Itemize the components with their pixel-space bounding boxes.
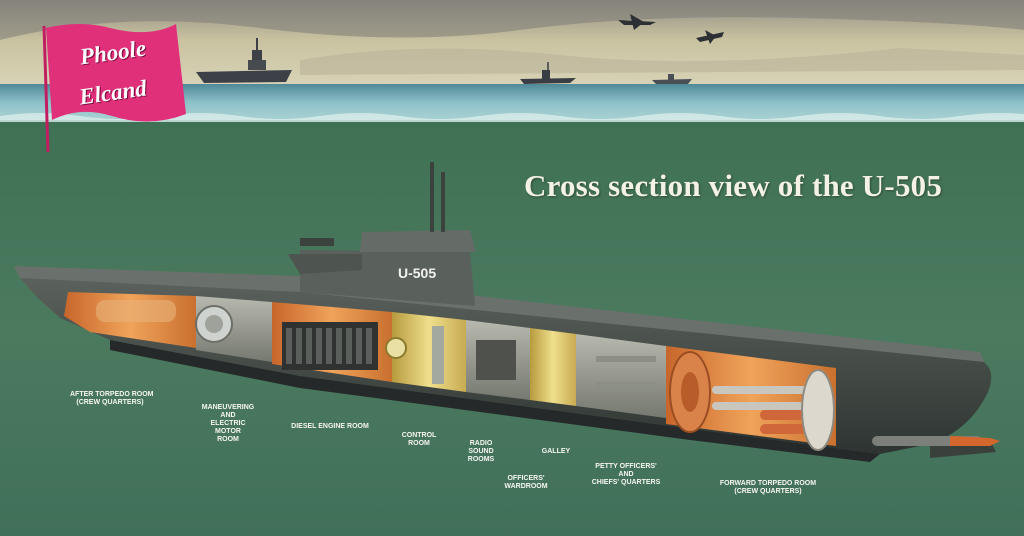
label-line: Diesel Engine Room: [291, 423, 369, 430]
label-line: After Torpedo Room: [70, 391, 154, 398]
label-line: Room: [408, 440, 430, 447]
cloud: [0, 0, 1024, 40]
label-line: Electric: [210, 420, 246, 427]
control-room-section: [392, 312, 466, 392]
label-line: Petty Officers': [595, 463, 657, 470]
label-line: Forward Torpedo Room: [719, 480, 817, 487]
label-after-torpedo-room: After Torpedo Room (Crew Quarters): [70, 391, 154, 407]
logo-flag: [40, 18, 190, 154]
label-line: Rooms: [467, 456, 495, 463]
label-forward-torpedo-room: Forward Torpedo Room (Crew Quarters): [710, 480, 826, 496]
label-officers-wardroom: Officers' Wardroom: [498, 475, 554, 491]
label-galley: Galley: [536, 448, 576, 456]
label-line: Sound: [468, 448, 494, 455]
label-line: Room: [217, 436, 239, 443]
destroyer: [520, 62, 576, 84]
cutaway-interior: [64, 292, 836, 451]
page-title: Cross section view of the U-505: [524, 168, 943, 203]
petty-officers-section: [576, 334, 666, 418]
label-line: Radio: [469, 440, 493, 447]
label-line: Wardroom: [504, 483, 548, 490]
label-diesel-engine-room: Diesel Engine Room: [284, 423, 376, 431]
label-line: (Crew Quarters): [76, 399, 144, 406]
label-line: Officers': [507, 475, 545, 482]
flag-banner: [46, 24, 186, 122]
label-radio-sound-rooms: Radio Sound Rooms: [459, 440, 503, 464]
flag-shape: [42, 24, 186, 153]
label-maneuvering-room: Maneuvering and Electric Motor Room: [198, 404, 258, 444]
airplane-icon: [618, 14, 656, 30]
label-line: Control: [401, 432, 437, 439]
flagpole: [42, 25, 50, 153]
label-line: Chiefs' Quarters: [591, 479, 661, 486]
label-line: Galley: [541, 448, 571, 455]
galley-section: [530, 328, 576, 406]
label-line: and: [220, 412, 236, 419]
label-line: and: [618, 471, 634, 478]
airplane-icon: [696, 30, 724, 44]
label-petty-officers-quarters: Petty Officers' and Chiefs' Quarters: [586, 463, 666, 487]
label-line: Maneuvering: [201, 404, 255, 411]
label-control-room: Control Room: [396, 432, 442, 448]
conning-tower: U-505: [288, 162, 476, 306]
label-line: Motor: [215, 428, 241, 435]
forward-torpedo-room-section: [666, 346, 836, 446]
label-line: (Crew Quarters): [734, 488, 802, 495]
destroyer: [652, 74, 692, 84]
torpedo: [872, 436, 1000, 446]
aircraft-carrier: [196, 38, 292, 83]
hull-number: U-505: [398, 265, 436, 281]
cloud: [300, 48, 1024, 75]
